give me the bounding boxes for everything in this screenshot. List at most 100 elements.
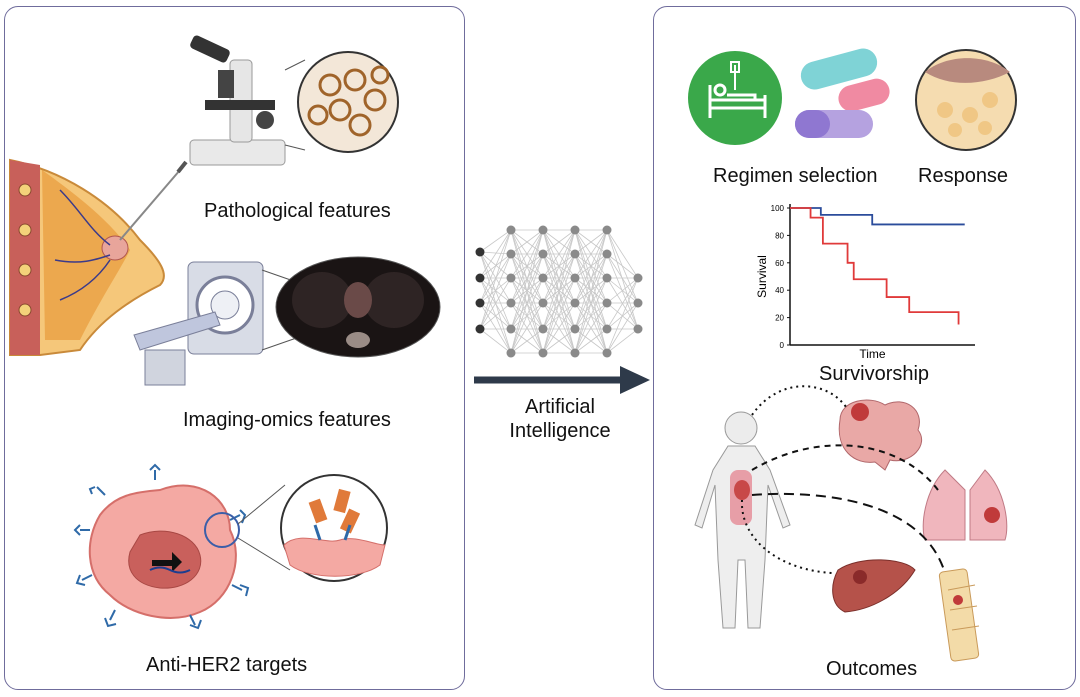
- nn-connection: [574, 328, 608, 354]
- nn-connection: [510, 277, 544, 354]
- nn-node: [506, 324, 516, 334]
- nn-node: [475, 273, 485, 283]
- nn-connection: [574, 229, 608, 279]
- nn-connection: [542, 229, 576, 279]
- nn-node: [506, 298, 516, 308]
- nn-node: [506, 348, 516, 358]
- nn-node: [602, 348, 612, 358]
- nn-node: [570, 249, 580, 259]
- metastasis-arrows: [740, 385, 945, 574]
- ai-label-line1: Artificial: [524, 396, 595, 418]
- brain-icon: [838, 399, 923, 471]
- nn-connection: [542, 229, 576, 304]
- nn-connection: [542, 277, 576, 354]
- her2-zoom-circle: [280, 474, 388, 582]
- nn-connection: [510, 229, 544, 354]
- survivorship-label: Survivorship: [819, 363, 930, 385]
- nn-connection: [479, 251, 512, 354]
- nn-node: [633, 298, 643, 308]
- nn-connection: [606, 302, 639, 354]
- human-body-icon: [694, 411, 791, 629]
- nn-node: [538, 273, 548, 283]
- ct-image: [275, 256, 441, 358]
- nn-node: [602, 225, 612, 235]
- nn-connection: [510, 328, 544, 354]
- nn-connection: [479, 302, 512, 330]
- nn-connection: [606, 277, 639, 354]
- nn-connection: [479, 328, 512, 354]
- nn-node: [570, 225, 580, 235]
- nn-node: [506, 225, 516, 235]
- response-label: Response: [918, 165, 1009, 187]
- regimen-label: Regimen selection: [713, 165, 878, 187]
- nn-connection: [542, 253, 576, 354]
- y-tick-label: 100: [771, 204, 785, 213]
- nn-connection: [479, 253, 512, 330]
- histology-circle: [297, 51, 399, 153]
- y-tick-label: 0: [780, 341, 785, 350]
- nn-node: [633, 273, 643, 283]
- nn-connection: [606, 253, 639, 304]
- nn-connection: [510, 229, 544, 304]
- lungs-icon: [922, 469, 1008, 541]
- nn-connection: [606, 277, 639, 304]
- outcomes-label: Outcomes: [826, 658, 918, 680]
- nn-connection: [574, 302, 608, 354]
- survival-series-2: [790, 207, 960, 325]
- y-axis-label: Survival: [755, 255, 769, 298]
- nn-connection: [479, 229, 512, 253]
- nn-node: [475, 298, 485, 308]
- pills-icon: [795, 48, 890, 138]
- her2-cell-illustration: [73, 463, 291, 630]
- nn-node: [506, 273, 516, 283]
- nn-connection: [479, 277, 512, 330]
- nn-node: [602, 324, 612, 334]
- nn-node: [602, 249, 612, 259]
- nn-connection: [574, 229, 608, 304]
- y-tick-label: 20: [775, 314, 784, 323]
- survival-series-1: [790, 207, 965, 226]
- spine-icon: [938, 568, 980, 662]
- nn-node: [475, 324, 485, 334]
- x-axis-label: Time: [859, 347, 886, 361]
- hospital-bed-icon: [688, 51, 782, 145]
- microscope-icon: [189, 35, 306, 166]
- y-tick-label: 60: [775, 259, 784, 268]
- nn-connection: [479, 229, 512, 304]
- nn-node: [602, 298, 612, 308]
- pathology-label: Pathological features: [204, 200, 391, 222]
- nn-connection: [542, 229, 576, 255]
- nn-connection: [542, 229, 576, 330]
- her2-label: Anti-HER2 targets: [146, 654, 308, 676]
- nn-connection: [479, 251, 512, 255]
- nn-connection: [510, 229, 544, 279]
- nn-connection: [606, 328, 639, 354]
- nn-node: [475, 247, 485, 257]
- nn-connection: [606, 253, 639, 279]
- nn-connection: [542, 302, 576, 354]
- nn-connection: [542, 229, 576, 354]
- nn-node: [570, 348, 580, 358]
- ai-label-line2: Intelligence: [509, 420, 611, 442]
- nn-node: [538, 298, 548, 308]
- nn-connection: [479, 229, 512, 330]
- nn-connection: [510, 229, 544, 330]
- nn-connection: [542, 328, 576, 354]
- nn-connection: [510, 253, 544, 354]
- nn-node: [538, 324, 548, 334]
- nn-connection: [510, 229, 544, 255]
- nn-connection: [479, 229, 512, 279]
- ct-scanner-icon: [133, 261, 306, 386]
- nn-node: [570, 273, 580, 283]
- nn-node: [570, 324, 580, 334]
- nn-node: [506, 249, 516, 259]
- breast-illustration: [9, 158, 188, 356]
- nn-connection: [574, 229, 608, 330]
- nn-node: [538, 249, 548, 259]
- nn-node: [538, 225, 548, 235]
- y-tick-label: 80: [775, 231, 784, 240]
- nn-connection: [510, 302, 544, 354]
